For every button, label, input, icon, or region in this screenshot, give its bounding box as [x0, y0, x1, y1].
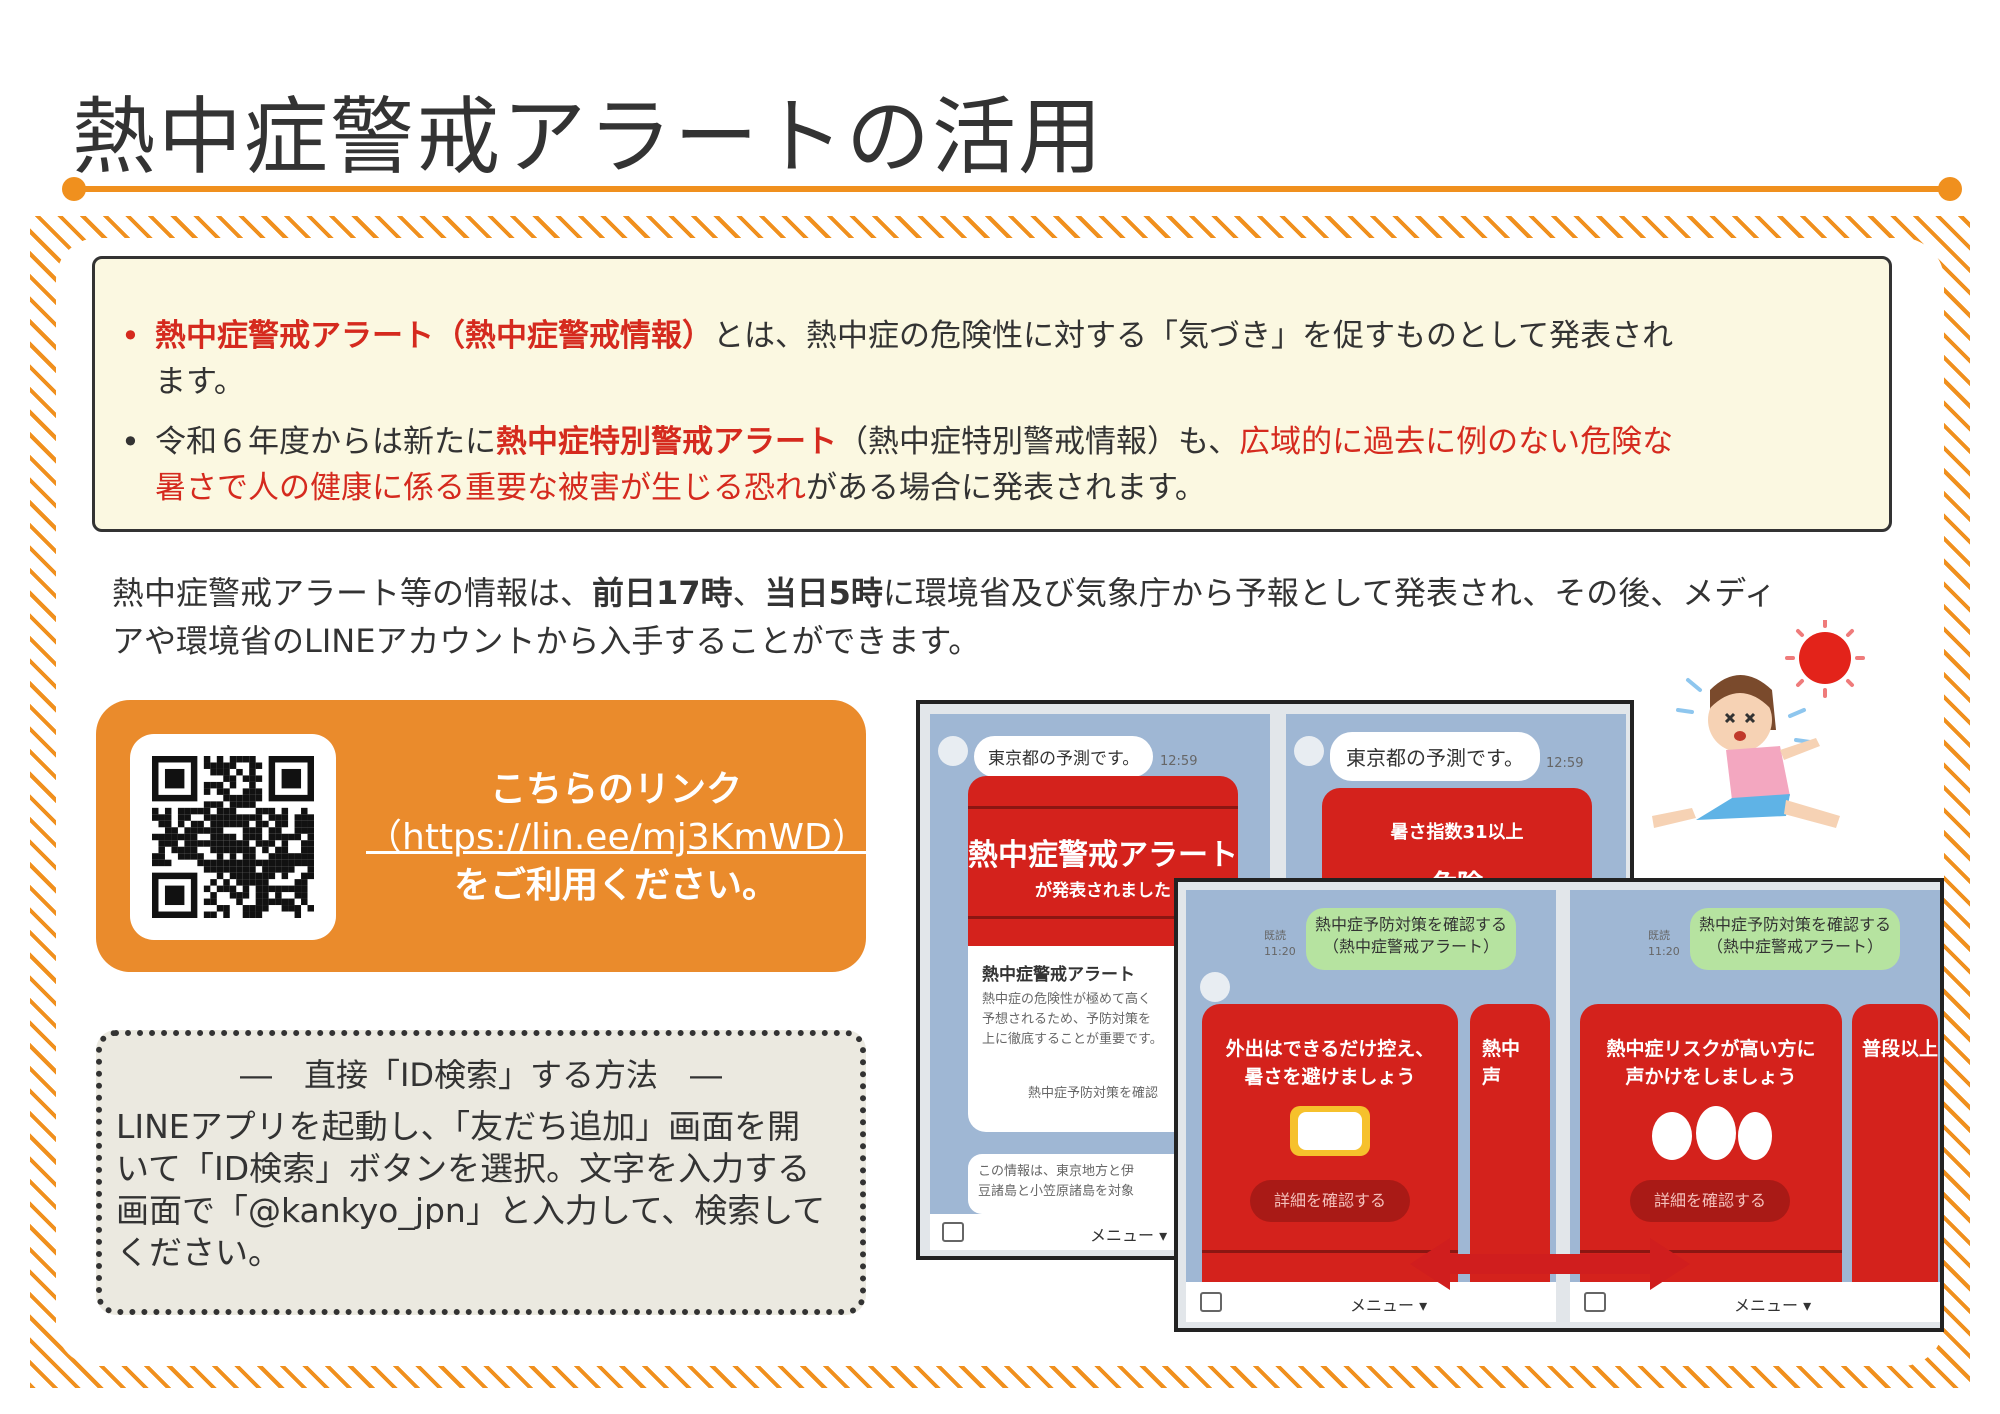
link-instruction: をご利用ください。	[453, 865, 778, 906]
menu-button[interactable]: メニュー ▾	[1350, 1296, 1428, 1315]
bullet-2: •	[121, 423, 140, 461]
info-text-a: 熱中症警戒アラート等の情報は、	[112, 574, 593, 612]
details-button[interactable]: 詳細を確認する	[1250, 1180, 1410, 1222]
detail-line-2: 予想されるため、予防対策を	[982, 1012, 1152, 1027]
screen-1: 東京都の予測です。 12:59 熱中症警戒アラート が発表されました 熱中症警戒…	[930, 714, 1270, 1250]
card-stripe	[968, 806, 1238, 809]
menu-bar: メニュー ▾	[1570, 1282, 1940, 1322]
menu-button[interactable]: メニュー ▾	[1090, 1226, 1168, 1245]
id-search-title: ― 直接「ID検索」する方法 ―	[239, 1056, 723, 1094]
penguin-icon	[1290, 1106, 1370, 1156]
timestamp: 11:20	[1648, 945, 1680, 958]
qr-code-icon[interactable]	[152, 756, 314, 918]
notice-b2-line2: 暑さで人の健康に係る重要な被害が生じる恐れがある場合に発表されます。	[155, 465, 1206, 511]
details-button[interactable]: 詳細を確認する	[1630, 1180, 1790, 1222]
screen-4: 既読 11:20 熱中症予防対策を確認する （熱中症警戒アラート） 熱中症リスク…	[1570, 890, 1940, 1320]
special-alert-term: 熱中症特別警戒アラート	[496, 424, 837, 460]
link-panel[interactable]: こちらのリンク （https://lin.ee/mj3KmWD） をご利用くださ…	[96, 700, 868, 972]
next-card-line-1: 熱中	[1482, 1038, 1521, 1060]
info-text-c: 、	[732, 574, 765, 612]
detail-line-1: 熱中症の危険性が極めて高く	[982, 992, 1152, 1007]
detail-title: 熱中症警戒アラート	[982, 965, 1135, 985]
notice-b2-text-a: 令和６年度からは新たに	[155, 424, 496, 460]
notice-b2-red-text: 広域的に過去に例のない危険な	[1239, 424, 1674, 460]
info-time-2: 当日5時	[764, 574, 883, 612]
next-card-line-2: 声	[1482, 1066, 1502, 1088]
card-stripe-2	[968, 916, 1238, 919]
card-subtitle: 暑さ指数31以上	[1390, 822, 1524, 843]
green-bubble: 熱中症予防対策を確認する （熱中症警戒アラート）	[1306, 908, 1516, 970]
link-heading: こちらのリンク	[489, 769, 742, 810]
id-search-line-4: ください。	[116, 1233, 281, 1272]
detail-link[interactable]: 熱中症予防対策を確認	[1028, 1086, 1159, 1101]
keyboard-icon[interactable]	[942, 1222, 964, 1242]
card-line-2: 暑さを避けましょう	[1244, 1066, 1416, 1088]
info-text-d: に環境省及び気象庁から予報として発表され、その後、メディ	[882, 574, 1776, 612]
info-line-2: アや環境省のLINEアカウントから入手することができます。	[112, 622, 981, 660]
timestamp: 12:59	[1546, 756, 1584, 771]
notice-b1-line2: ます。	[155, 364, 245, 400]
double-arrow-icon	[1410, 1238, 1690, 1290]
sun-icon	[1785, 620, 1865, 698]
info-time-1: 前日17時	[592, 574, 733, 612]
card-stripe	[1202, 1250, 1458, 1253]
qr-card[interactable]	[130, 734, 336, 940]
title-rule-right-dot	[1938, 177, 1962, 201]
detail-line-3: 上に徹底することが重要です。	[982, 1032, 1163, 1047]
avatar	[938, 736, 968, 766]
id-search-box: ― 直接「ID検索」する方法 ― LINEアプリを起動し、「友だち追加」画面を開…	[96, 1030, 866, 1315]
alert-term: 熱中症警戒アラート（熱中症警戒情報）	[155, 318, 713, 354]
card-line-2: 声かけをしましょう	[1625, 1066, 1797, 1088]
avatar	[1200, 972, 1230, 1002]
penguin-icon	[1652, 1104, 1772, 1160]
card-line-1: 熱中症リスクが高い方に	[1606, 1038, 1816, 1060]
footer-line-2: 豆諸島と小笠原諸島を対象	[978, 1184, 1135, 1199]
penguin-3	[1738, 1112, 1772, 1160]
card-line-1: 外出はできるだけ控え、	[1225, 1038, 1435, 1060]
next-card: 普段以上	[1852, 1004, 1938, 1300]
notice-b1-text: とは、熱中症の危険性に対する「気づき」を促すものとして発表され	[713, 318, 1674, 354]
line-screenshot-front: 既読 11:20 熱中症予防対策を確認する （熱中症警戒アラート） 外出はできる…	[1174, 878, 1944, 1332]
card-stripe	[1580, 1250, 1842, 1253]
notice-b2-text-b: （熱中症特別警戒情報）も、	[837, 424, 1240, 460]
keyboard-icon[interactable]	[1200, 1292, 1222, 1312]
read-mark: 既読	[1648, 929, 1670, 942]
bullet-1: •	[121, 317, 140, 355]
id-search-line-3: 画面で「@kankyo_jpn」と入力して、検索して	[116, 1191, 826, 1230]
read-mark: 既読	[1264, 929, 1286, 942]
id-search-line-1: LINEアプリを起動し、「友だち追加」画面を開	[116, 1107, 801, 1146]
green-bubble: 熱中症予防対策を確認する （熱中症警戒アラート）	[1690, 908, 1900, 970]
screen-3: 既読 11:20 熱中症予防対策を確認する （熱中症警戒アラート） 外出はできる…	[1186, 890, 1556, 1320]
title-rule	[72, 186, 1952, 192]
id-search-line-2: いて「ID検索」ボタンを選択。文字を入力する	[116, 1149, 811, 1188]
menu-bar: メニュー ▾	[1186, 1282, 1556, 1322]
link-url[interactable]: （https://lin.ee/mj3KmWD）	[366, 817, 868, 858]
next-card: 熱中 声	[1470, 1004, 1550, 1300]
notice-b2-red-text-2: 暑さで人の健康に係る重要な被害が生じる恐れ	[155, 470, 806, 506]
advice-card: 外出はできるだけ控え、 暑さを避けましょう 詳細を確認する	[1202, 1004, 1458, 1300]
timestamp: 11:20	[1264, 945, 1296, 958]
info-line-1: 熱中症警戒アラート等の情報は、前日17時、当日5時に環境省及び気象庁から予報とし…	[112, 570, 1776, 616]
keyboard-icon[interactable]	[1584, 1292, 1606, 1312]
timestamp: 12:59	[1160, 754, 1198, 769]
advice-card: 熱中症リスクが高い方に 声かけをしましょう 詳細を確認する	[1580, 1004, 1842, 1300]
menu-button[interactable]: メニュー ▾	[1734, 1296, 1812, 1315]
card-subtitle: が発表されました	[1035, 881, 1171, 901]
notice-b2-line1: 令和６年度からは新たに熱中症特別警戒アラート（熱中症特別警戒情報）も、広域的に過…	[155, 419, 1673, 465]
penguin-2	[1696, 1106, 1736, 1160]
notice-b1-line1: 熱中症警戒アラート（熱中症警戒情報）とは、熱中症の危険性に対する「気づき」を促す…	[155, 313, 1673, 359]
notice-b2-text-c: がある場合に発表されます。	[806, 470, 1206, 506]
chat-bubble: 東京都の予測です。	[974, 736, 1154, 777]
penguin-1	[1652, 1112, 1692, 1160]
penguin-icon-inner	[1298, 1112, 1362, 1150]
next-card-line-1: 普段以上	[1862, 1038, 1938, 1060]
footer-line-1: この情報は、東京地方と伊	[978, 1164, 1135, 1179]
notice-box: • 熱中症警戒アラート（熱中症警戒情報）とは、熱中症の危険性に対する「気づき」を…	[92, 256, 1892, 532]
card-title: 熱中症警戒アラート	[968, 838, 1238, 873]
heatstroke-girl-illustration	[1652, 620, 1865, 828]
page-title: 熱中症警戒アラートの活用	[72, 88, 1105, 186]
avatar	[1294, 736, 1324, 766]
chat-bubble: 東京都の予測です。	[1330, 732, 1540, 781]
